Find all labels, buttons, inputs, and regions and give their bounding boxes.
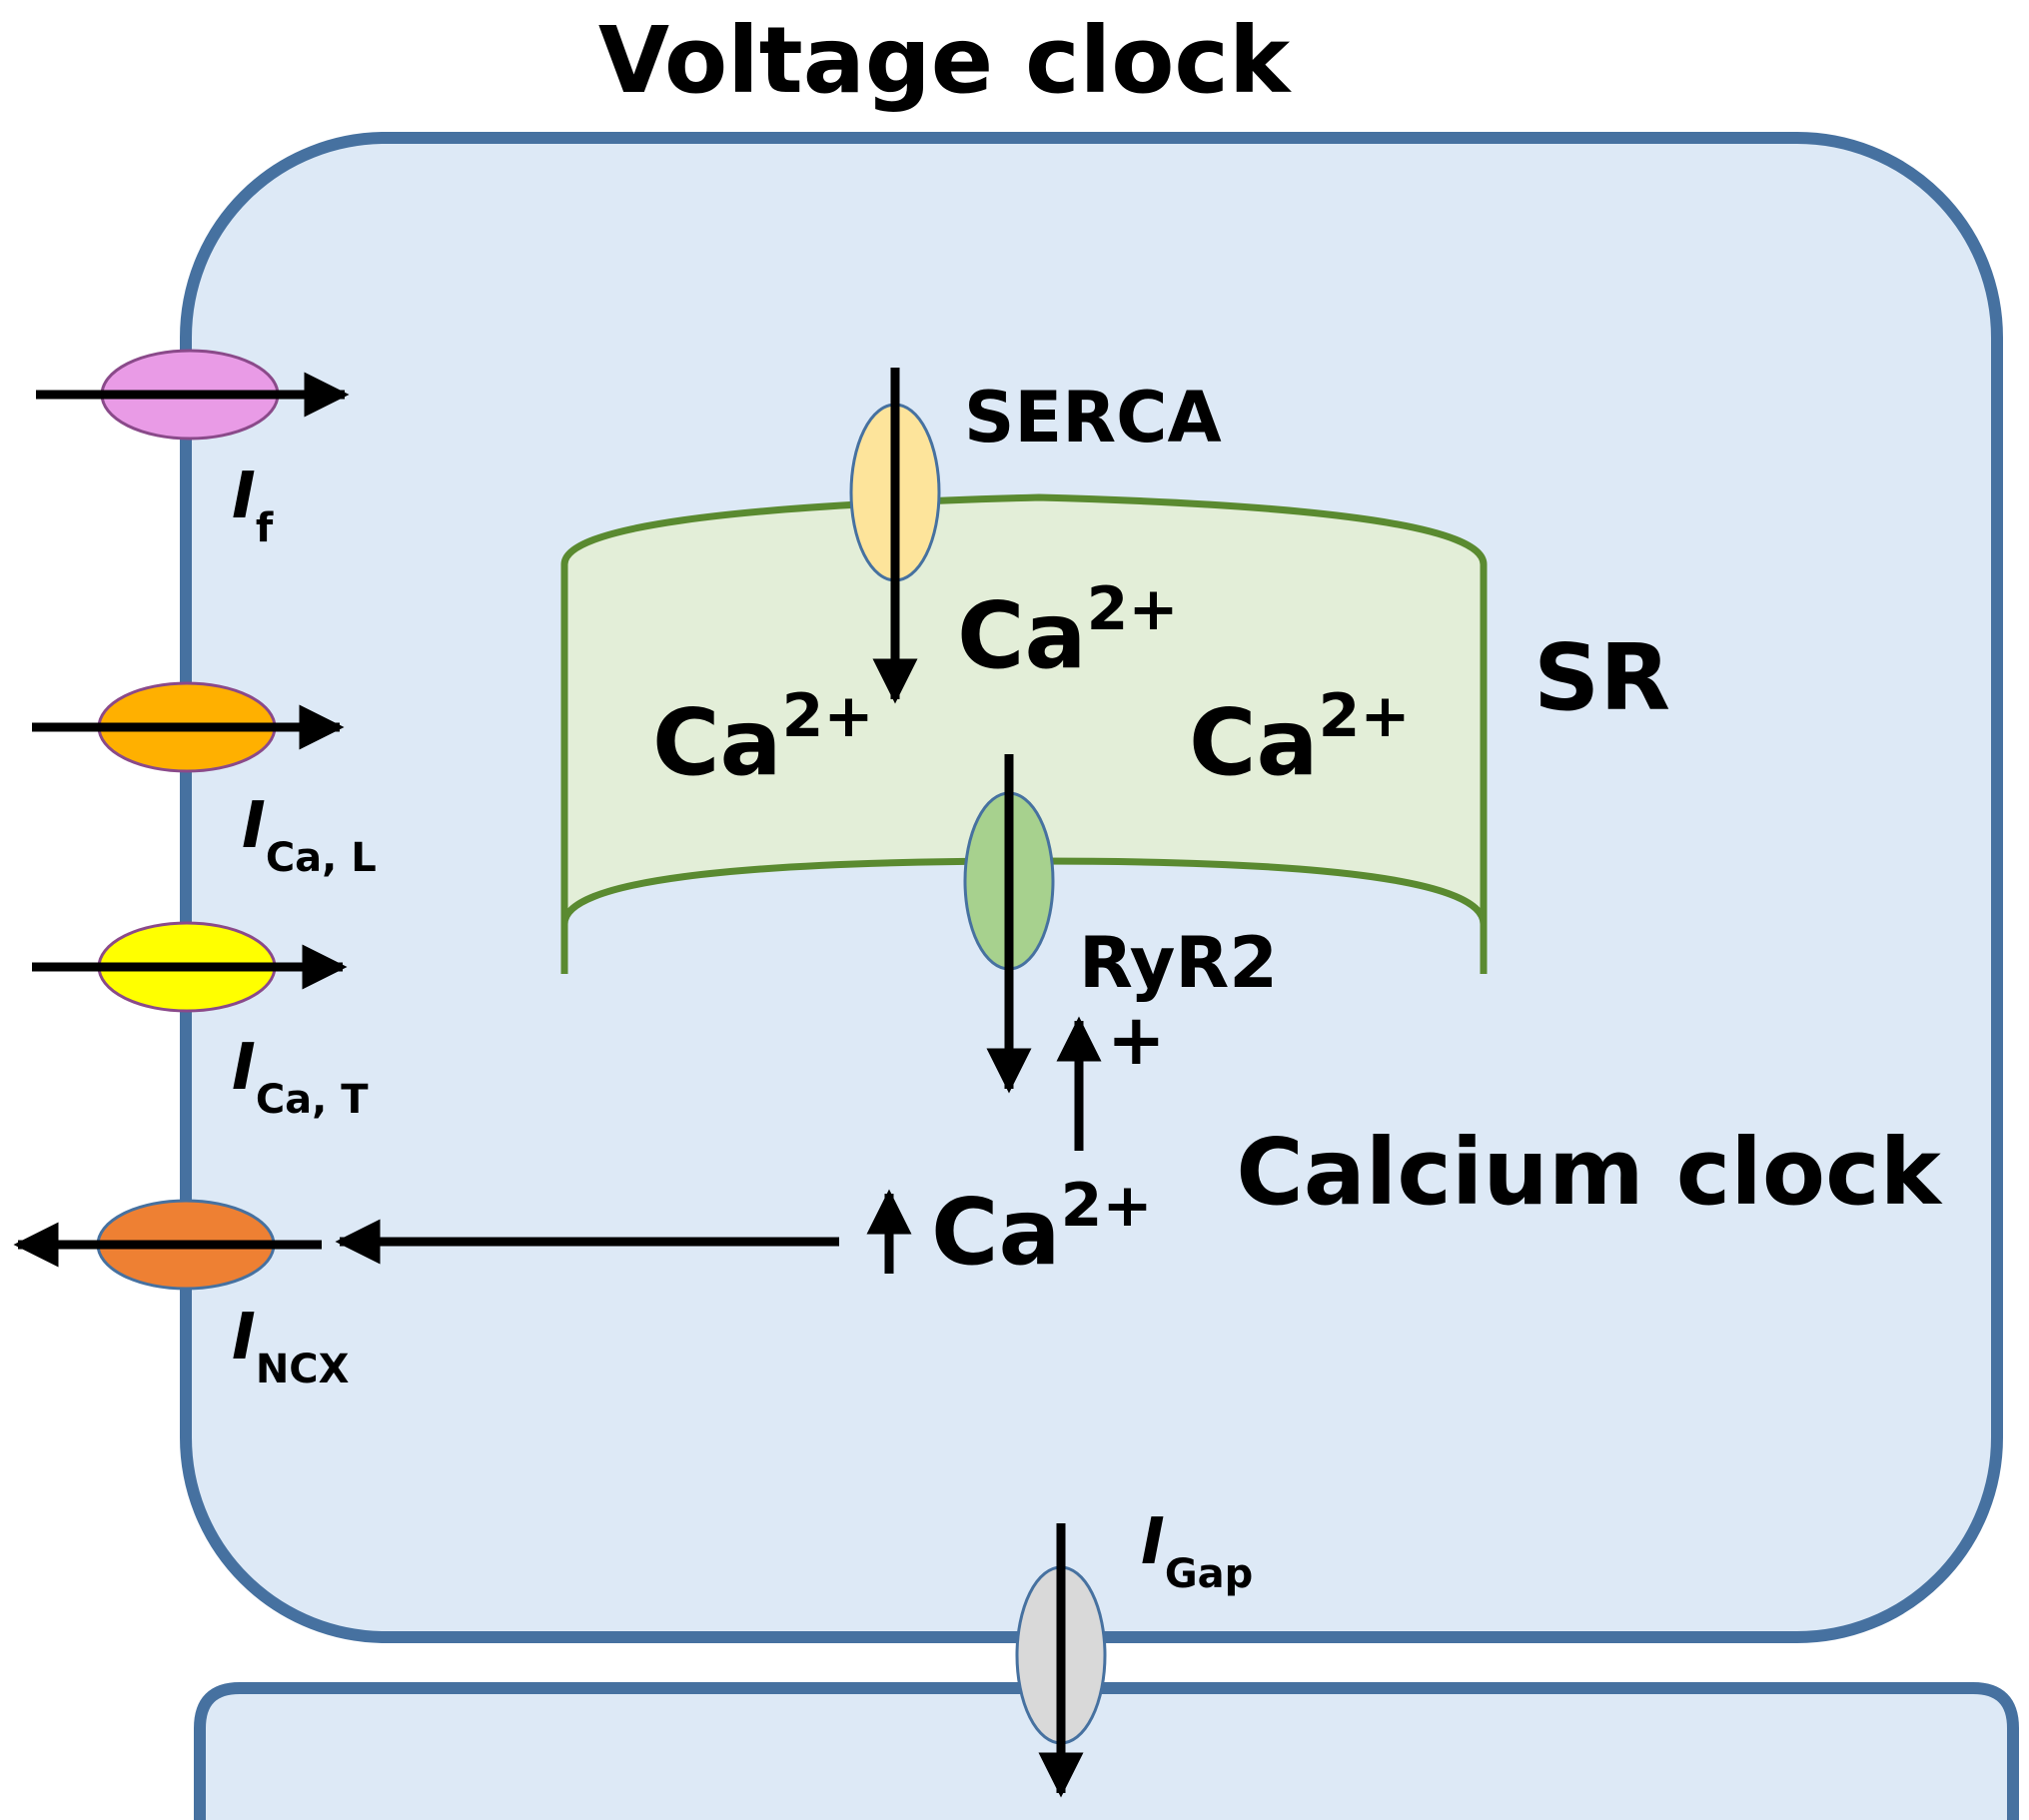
if-channel — [36, 349, 350, 441]
igap-label: IGap — [1141, 1505, 1253, 1597]
serca-channel — [849, 368, 941, 704]
gap-channel — [1015, 1523, 1107, 1798]
calcium-clock-label: Calcium clock — [1236, 1119, 1942, 1226]
sr-ca-ion-right: Ca2+ — [1189, 681, 1411, 796]
sr-ca-ion-left: Ca2+ — [652, 681, 874, 796]
main-cell — [180, 132, 2003, 1643]
if-label: If — [232, 459, 274, 551]
neighbor-cell — [194, 1682, 2019, 1820]
ical-channel — [32, 681, 345, 773]
sr-compartment — [560, 493, 1488, 974]
incx-channel — [13, 1199, 322, 1291]
ryr2-channel — [963, 754, 1055, 1094]
serca-label: SERCA — [964, 377, 1222, 458]
icat-channel — [32, 921, 348, 1013]
icat-label: ICa, T — [232, 1031, 369, 1123]
voltage-clock-title: Voltage clock — [598, 7, 1292, 114]
ryr2-label: RyR2 — [1079, 922, 1278, 1004]
ical-label: ICa, L — [242, 789, 377, 881]
incx-label: INCX — [232, 1301, 350, 1392]
plus-sign: + — [1107, 999, 1166, 1081]
cytosolic-ca-ion: Ca2+ — [931, 1171, 1153, 1286]
sr-label: SR — [1533, 624, 1670, 731]
sr-ca-ion-top: Ca2+ — [957, 574, 1179, 689]
